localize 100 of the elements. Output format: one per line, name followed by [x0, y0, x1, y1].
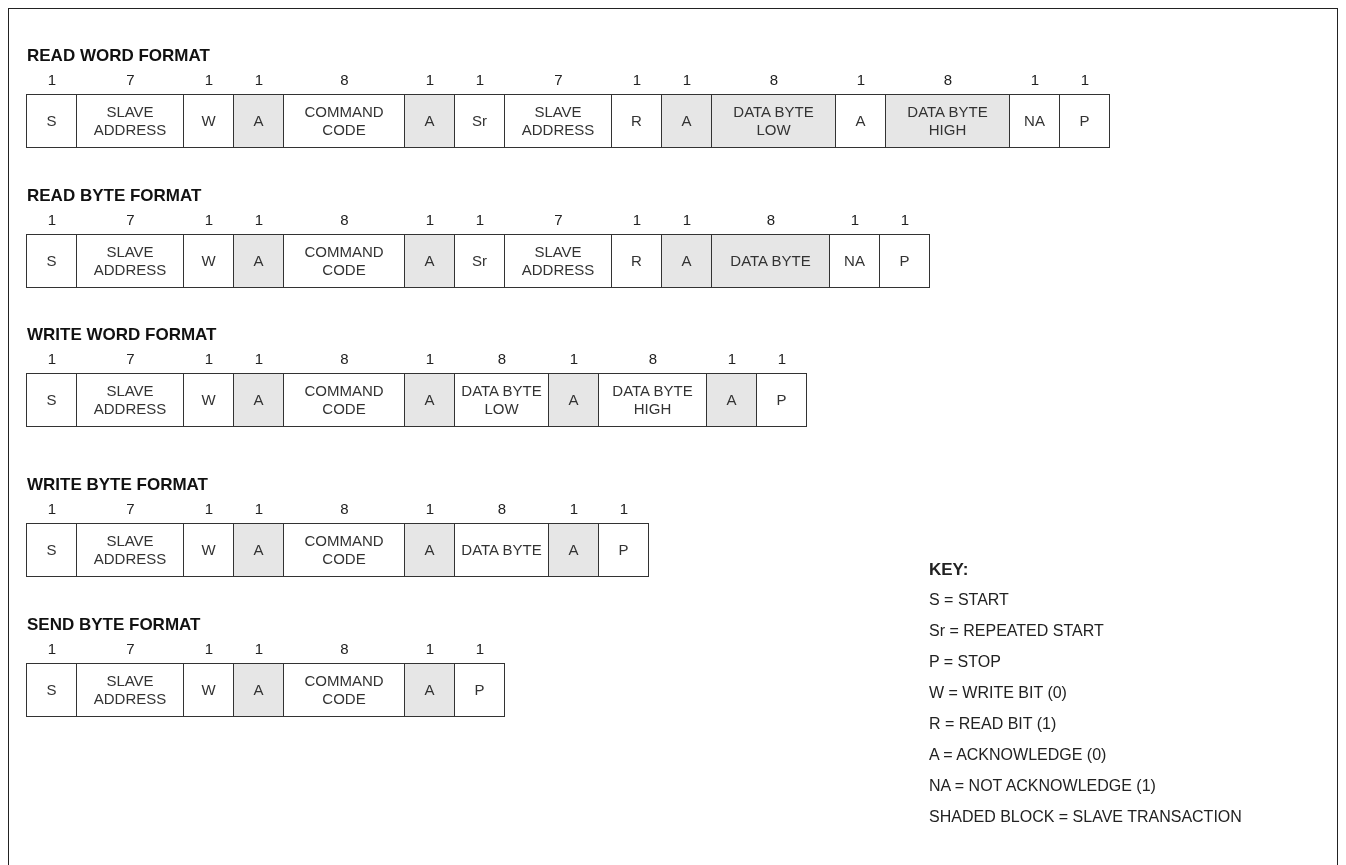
bit-count: 1	[632, 210, 642, 230]
bit-count: 1	[569, 499, 579, 519]
frame-field: A	[548, 373, 599, 427]
frame-field: A	[233, 373, 284, 427]
bit-count: 7	[554, 210, 563, 230]
key-entry: A = ACKNOWLEDGE (0)	[929, 746, 1107, 764]
bit-count: 1	[204, 349, 214, 369]
bit-count: 1	[47, 639, 57, 659]
bit-count: 1	[47, 70, 57, 90]
bit-count: 8	[766, 210, 776, 230]
frame-field: A	[548, 523, 599, 577]
format-title: SEND BYTE FORMAT	[27, 615, 201, 635]
format-title: READ WORD FORMAT	[27, 46, 210, 66]
bit-count: 1	[682, 210, 692, 230]
format-title: READ BYTE FORMAT	[27, 186, 202, 206]
frame-field: S	[26, 663, 77, 717]
bit-count: 8	[340, 349, 349, 369]
frame-field: DATA BYTE LOW	[711, 94, 836, 148]
bit-count: 1	[425, 210, 435, 230]
bit-count: 1	[682, 70, 692, 90]
bit-count: 8	[648, 349, 658, 369]
bit-count: 7	[554, 70, 563, 90]
frame-field: A	[404, 373, 455, 427]
bit-count: 1	[619, 499, 629, 519]
bit-count: 1	[425, 70, 435, 90]
bit-count: 1	[204, 70, 214, 90]
frame-field: A	[706, 373, 757, 427]
bit-count: 1	[425, 639, 435, 659]
bit-count: 1	[475, 639, 485, 659]
frame-field: SLAVE ADDRESS	[76, 373, 184, 427]
frame-field: S	[26, 234, 77, 288]
bit-count: 7	[126, 70, 135, 90]
key-entry: R = READ BIT (1)	[929, 715, 1057, 733]
frame-field: SLAVE ADDRESS	[76, 663, 184, 717]
frame-field: DATA BYTE HIGH	[885, 94, 1010, 148]
bit-count: 1	[254, 70, 264, 90]
bit-count: 1	[856, 70, 866, 90]
frame-field: DATA BYTE	[711, 234, 830, 288]
frame-field: A	[404, 663, 455, 717]
bit-count: 7	[126, 499, 135, 519]
frame-field: Sr	[454, 94, 505, 148]
frame-field: A	[404, 94, 455, 148]
frame-field: A	[404, 234, 455, 288]
bit-count: 1	[475, 210, 485, 230]
bit-count: 7	[126, 639, 135, 659]
bit-count: 7	[126, 349, 135, 369]
frame-field: P	[756, 373, 807, 427]
bit-count: 1	[254, 499, 264, 519]
bit-count: 1	[254, 210, 264, 230]
frame-field: SLAVE ADDRESS	[76, 234, 184, 288]
key-entry: P = STOP	[929, 653, 1001, 671]
frame-field: SLAVE ADDRESS	[76, 94, 184, 148]
bit-count: 8	[340, 499, 349, 519]
frame-field: A	[233, 523, 284, 577]
frame-field: P	[1059, 94, 1110, 148]
bit-count: 1	[632, 70, 642, 90]
bit-count: 1	[425, 499, 435, 519]
bit-count: 1	[475, 70, 485, 90]
frame-field: A	[233, 234, 284, 288]
frame-field: A	[661, 94, 712, 148]
bit-count: 8	[340, 639, 349, 659]
frame-field: SLAVE ADDRESS	[504, 234, 612, 288]
key-entry: NA = NOT ACKNOWLEDGE (1)	[929, 777, 1156, 795]
bit-count: 1	[204, 499, 214, 519]
bit-count: 1	[777, 349, 787, 369]
format-title: WRITE BYTE FORMAT	[27, 475, 208, 495]
bit-count: 8	[340, 70, 349, 90]
format-title: WRITE WORD FORMAT	[27, 325, 217, 345]
frame-field: A	[404, 523, 455, 577]
bit-count: 8	[943, 70, 953, 90]
key-entry: Sr = REPEATED START	[929, 622, 1104, 640]
bit-count: 1	[1080, 70, 1090, 90]
bit-count: 1	[204, 210, 214, 230]
frame-field: SLAVE ADDRESS	[504, 94, 612, 148]
frame-field: A	[661, 234, 712, 288]
bit-count: 8	[340, 210, 349, 230]
bit-count: 1	[254, 349, 264, 369]
key-entry: SHADED BLOCK = SLAVE TRANSACTION	[929, 808, 1242, 826]
frame-field: P	[454, 663, 505, 717]
frame-field: S	[26, 523, 77, 577]
frame-field: Sr	[454, 234, 505, 288]
key-entry: W = WRITE BIT (0)	[929, 684, 1067, 702]
bit-count: 1	[254, 639, 264, 659]
key-heading: KEY:	[929, 560, 969, 580]
key-entry: S = START	[929, 591, 1009, 609]
bit-count: 1	[425, 349, 435, 369]
bit-count: 1	[47, 499, 57, 519]
frame-field: P	[598, 523, 649, 577]
frame-field: A	[233, 663, 284, 717]
bit-count: 1	[850, 210, 860, 230]
bit-count: 1	[47, 210, 57, 230]
bit-count: 1	[47, 349, 57, 369]
bit-count: 1	[1030, 70, 1040, 90]
frame-field: S	[26, 373, 77, 427]
bit-count: 1	[727, 349, 737, 369]
frame-field: P	[879, 234, 930, 288]
bit-count: 8	[769, 70, 779, 90]
frame-field: SLAVE ADDRESS	[76, 523, 184, 577]
bit-count: 1	[900, 210, 910, 230]
frame-field: NA	[829, 234, 880, 288]
